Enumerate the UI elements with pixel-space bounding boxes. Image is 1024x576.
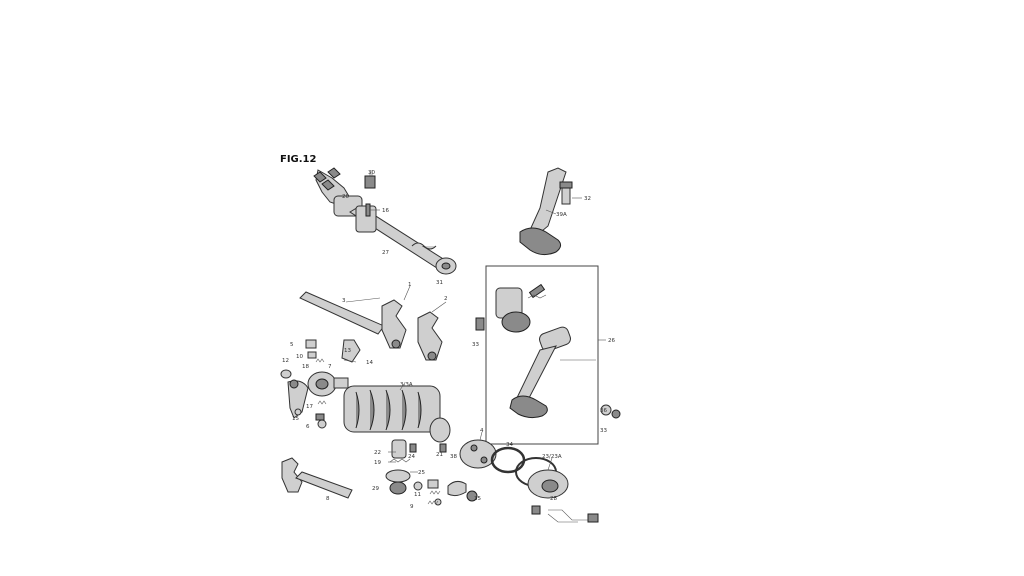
shift-plate-35 bbox=[447, 480, 478, 502]
small-bolt-5 bbox=[305, 339, 317, 349]
part-callouts: 30 20 16 27 31 32 39A 26 33 3 1 2 5 10 1… bbox=[282, 170, 615, 510]
pin-21 bbox=[439, 443, 447, 453]
kick-starter-arm bbox=[519, 167, 567, 256]
callout-16: 16 bbox=[382, 208, 389, 214]
callout-36: 36 bbox=[600, 408, 607, 414]
callout-11: 11 bbox=[414, 492, 421, 498]
kick-bolt-washer bbox=[600, 404, 621, 419]
callout-27: 27 bbox=[382, 250, 389, 256]
spring-18 bbox=[315, 358, 325, 363]
callout-6: 6 bbox=[306, 424, 310, 430]
figure-title: FIG.12 bbox=[280, 154, 317, 165]
small-bolt-10 bbox=[307, 351, 317, 359]
callout-3-3a: 3/3A bbox=[400, 382, 413, 388]
shift-fork-3 bbox=[281, 457, 353, 499]
callout-3: 3 bbox=[342, 298, 346, 304]
plunger-15 bbox=[315, 413, 325, 421]
callout-19: 19 bbox=[374, 460, 381, 466]
washer-6 bbox=[317, 419, 327, 429]
callout-13: 13 bbox=[344, 348, 351, 354]
kick-arm-bolt bbox=[559, 181, 573, 205]
switch-screw-28 bbox=[531, 505, 541, 515]
kick-spindle-assembly bbox=[495, 283, 596, 419]
callout-21: 21 bbox=[436, 452, 443, 458]
callout-24: 24 bbox=[408, 454, 415, 460]
callout-5: 5 bbox=[290, 342, 294, 348]
callout-35: 35 bbox=[474, 496, 481, 502]
o-ring-34a bbox=[490, 446, 526, 474]
kick-starter-assembly-box bbox=[485, 265, 599, 445]
shift-fork-2 bbox=[417, 311, 443, 361]
callout-33-upper: 33 bbox=[472, 342, 479, 348]
callout-38: 38 bbox=[450, 454, 457, 460]
spring-17 bbox=[317, 400, 327, 405]
leader-lines bbox=[343, 170, 606, 473]
shift-fork-1 bbox=[381, 299, 407, 349]
kick-small-bolt bbox=[475, 317, 485, 331]
callout-9: 9 bbox=[410, 504, 414, 510]
callout-10: 10 bbox=[296, 354, 303, 360]
callout-25: 25 bbox=[418, 470, 425, 476]
collar-9 bbox=[427, 498, 442, 506]
callout-1: 1 bbox=[408, 282, 412, 288]
callout-8: 8 bbox=[326, 496, 330, 502]
callout-20: 20 bbox=[342, 194, 349, 200]
plunger-11 bbox=[413, 479, 441, 495]
callout-28: 28 bbox=[550, 496, 557, 502]
callout-29: 29 bbox=[372, 486, 379, 492]
callout-23-23a: 23/23A bbox=[542, 454, 562, 460]
callout-12: 12 bbox=[282, 358, 289, 364]
callout-7: 7 bbox=[328, 364, 332, 370]
callout-34: 34 bbox=[506, 442, 513, 448]
shift-arm-stopper bbox=[287, 379, 309, 419]
drum-cover-plate bbox=[459, 439, 497, 469]
callout-30: 30 bbox=[368, 170, 375, 176]
callout-14: 14 bbox=[366, 360, 373, 366]
callout-4: 4 bbox=[480, 428, 484, 434]
callout-15: 15 bbox=[292, 416, 299, 422]
gear-shift-bolt bbox=[364, 172, 376, 189]
spindle-oil-seal bbox=[435, 257, 457, 275]
gear-shift-spindle bbox=[349, 203, 449, 271]
drum-center-cam bbox=[307, 371, 349, 397]
stopper-washer bbox=[280, 369, 292, 379]
callout-31: 31 bbox=[436, 280, 443, 286]
shift-drum bbox=[343, 385, 451, 443]
callout-26: 26 bbox=[608, 338, 615, 344]
callout-39a: 39A bbox=[556, 212, 567, 218]
spring-pin-24 bbox=[409, 443, 417, 453]
callout-2: 2 bbox=[444, 296, 448, 302]
stopper-plate bbox=[341, 339, 361, 363]
callout-17: 17 bbox=[306, 404, 313, 410]
callout-18: 18 bbox=[302, 364, 309, 370]
callout-32: 32 bbox=[584, 196, 591, 202]
callout-33-lower: 33 bbox=[600, 428, 607, 434]
gear-shift-pedal bbox=[313, 167, 363, 217]
neutral-switch-rotor bbox=[385, 439, 411, 495]
callout-22: 22 bbox=[374, 450, 381, 456]
